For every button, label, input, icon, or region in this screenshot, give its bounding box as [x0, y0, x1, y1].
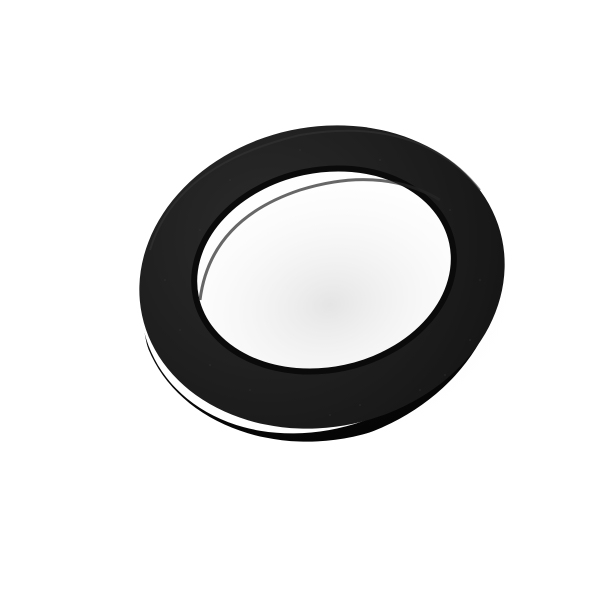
- gasket-rim-highlight: [149, 129, 481, 251]
- gasket-inner-bevel: [191, 165, 457, 375]
- gasket-inner-highlight: [198, 178, 441, 301]
